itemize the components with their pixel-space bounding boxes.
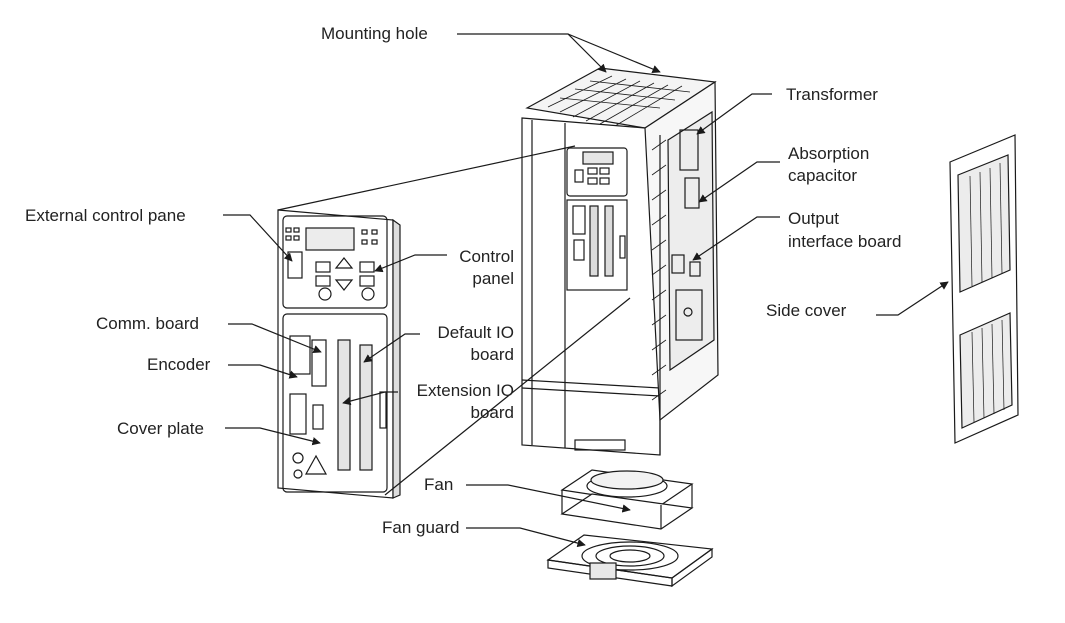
label-mounting-hole: Mounting hole <box>321 24 428 43</box>
label-encoder: Encoder <box>147 355 211 374</box>
label-default-io-line1: Default IO <box>437 323 514 342</box>
label-side-cover: Side cover <box>766 301 847 320</box>
fan-guard-unit <box>546 534 714 588</box>
label-cover-plate: Cover plate <box>117 419 204 438</box>
label-external-control-panel: External control pane <box>25 206 186 225</box>
label-output-interface-line2: interface board <box>788 232 902 251</box>
leader-lines <box>223 33 949 548</box>
drive-housing <box>521 67 719 456</box>
projection-line-top <box>277 145 576 211</box>
label-fan: Fan <box>424 475 454 494</box>
label-fan-guard: Fan guard <box>382 518 460 537</box>
label-transformer: Transformer <box>786 85 878 104</box>
label-control-panel-line1: Control <box>459 247 514 266</box>
label-control-panel-line2: panel <box>472 269 514 288</box>
external-control-unit <box>277 209 401 499</box>
projection-line-bottom <box>384 297 631 496</box>
label-output-interface-line1: Output <box>788 209 840 228</box>
label-comm-board: Comm. board <box>96 314 199 333</box>
side-cover-panel <box>949 134 1019 444</box>
label-extension-io-line1: Extension IO <box>416 381 514 400</box>
label-default-io-line2: board <box>470 345 514 364</box>
label-extension-io-line2: board <box>470 403 514 422</box>
label-absorption-capacitor-line1: Absorption <box>788 144 870 163</box>
label-absorption-capacitor-line2: capacitor <box>788 166 857 185</box>
